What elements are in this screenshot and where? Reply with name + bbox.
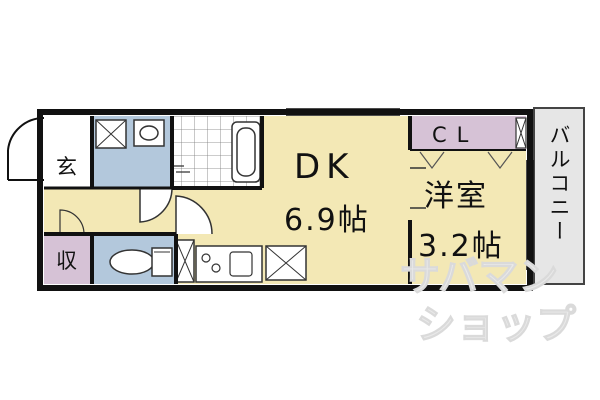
washer-pan xyxy=(95,119,127,149)
storage-floor xyxy=(44,234,92,284)
balcony-label: バルコニー xyxy=(547,124,571,244)
fridge-space xyxy=(265,245,307,281)
toilet xyxy=(109,247,173,277)
closet-floor xyxy=(410,116,526,150)
watermark-line1: サバマン xyxy=(400,254,558,300)
dk-label: DK xyxy=(294,147,354,187)
closet-shutter xyxy=(419,117,527,169)
watermark-line2: ショップ xyxy=(416,302,576,348)
dk-door xyxy=(175,195,213,235)
western-door xyxy=(410,167,426,209)
western-room-label: 洋室 xyxy=(424,179,488,214)
entrance-label: 玄 xyxy=(56,155,77,179)
cabinet xyxy=(175,239,195,283)
storage-label: 収 xyxy=(56,249,77,273)
western-room-size: 3.2帖 xyxy=(418,229,504,264)
windows xyxy=(286,108,534,270)
dk-size: 6.9帖 xyxy=(284,203,370,238)
washroom-door xyxy=(139,187,173,223)
kitchen-counter xyxy=(195,245,263,283)
bathtub xyxy=(231,121,261,183)
closet-label: CL xyxy=(432,123,478,147)
sink xyxy=(133,119,165,147)
storage-door xyxy=(59,209,85,235)
walls xyxy=(37,109,533,291)
entrance-floor xyxy=(44,116,92,188)
bath-vent xyxy=(174,165,190,173)
western-room-floor xyxy=(410,150,526,284)
balcony-floor xyxy=(533,107,585,285)
